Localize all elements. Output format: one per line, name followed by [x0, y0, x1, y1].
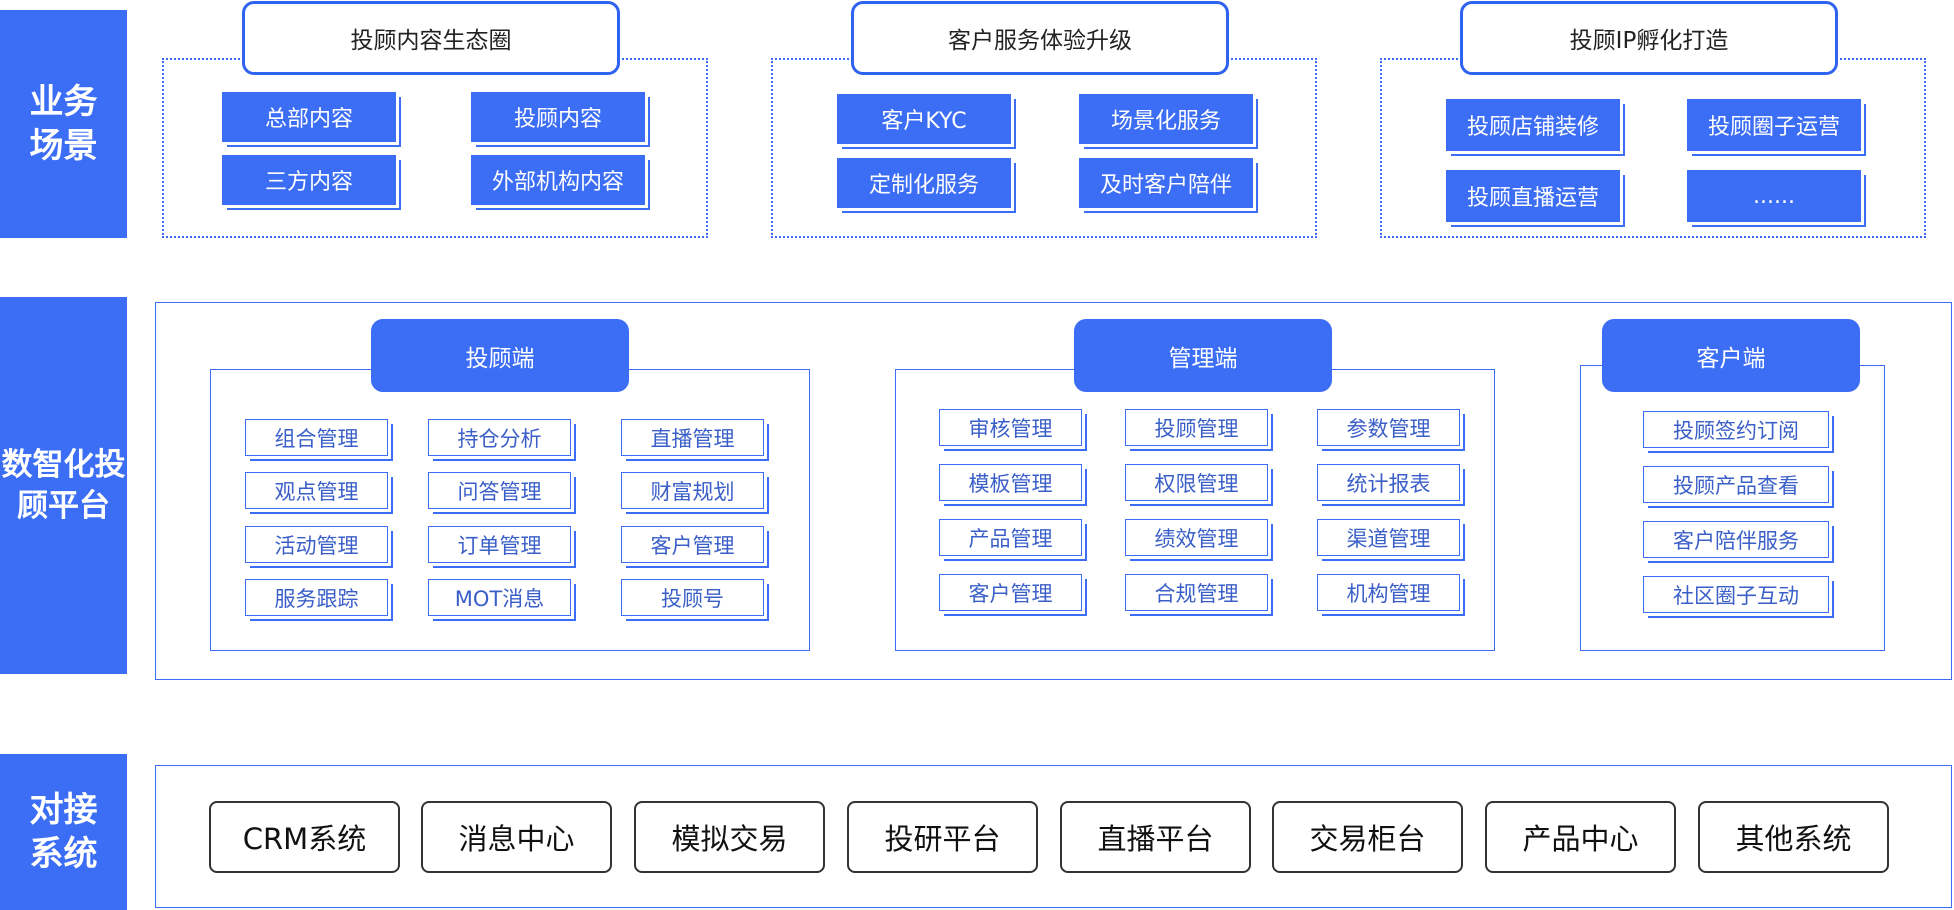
management-item: 投顾管理 — [1125, 409, 1268, 446]
advisor-item: 客户管理 — [621, 526, 764, 563]
advisor-item: 直播管理 — [621, 419, 764, 456]
scenario-item: 客户KYC — [837, 94, 1011, 144]
scenario-item: 投顾圈子运营 — [1687, 99, 1861, 151]
scenario-group-service — [771, 58, 1317, 238]
advisor-item: 问答管理 — [428, 472, 571, 509]
system-box: 模拟交易 — [634, 801, 825, 873]
scenario-title-service: 客户服务体验升级 — [851, 1, 1229, 75]
management-item: 产品管理 — [939, 519, 1082, 556]
client-item: 投顾签约订阅 — [1643, 411, 1829, 448]
advisor-item: 服务跟踪 — [245, 579, 388, 616]
advisor-tab: 投顾端 — [371, 319, 629, 392]
system-box: 直播平台 — [1060, 801, 1251, 873]
advisor-item: 投顾号 — [621, 579, 764, 616]
client-item: 投顾产品查看 — [1643, 466, 1829, 503]
system-box: 消息中心 — [421, 801, 612, 873]
advisor-item: 观点管理 — [245, 472, 388, 509]
advisor-item: 订单管理 — [428, 526, 571, 563]
management-item: 参数管理 — [1317, 409, 1460, 446]
management-item: 统计报表 — [1317, 464, 1460, 501]
management-item: 审核管理 — [939, 409, 1082, 446]
system-box: 其他系统 — [1698, 801, 1889, 873]
system-box: 交易柜台 — [1272, 801, 1463, 873]
client-item: 客户陪伴服务 — [1643, 521, 1829, 558]
scenario-item: 三方内容 — [222, 155, 396, 205]
scenario-item: 及时客户陪伴 — [1079, 158, 1253, 208]
scenario-item: 投顾直播运营 — [1446, 170, 1620, 222]
management-item: 渠道管理 — [1317, 519, 1460, 556]
scenario-item: 定制化服务 — [837, 158, 1011, 208]
scenario-item: 外部机构内容 — [471, 155, 645, 205]
system-box: CRM系统 — [209, 801, 400, 873]
scenario-item: 场景化服务 — [1079, 94, 1253, 144]
row-label-business: 业务 场景 — [0, 10, 127, 238]
advisor-item: 组合管理 — [245, 419, 388, 456]
system-box: 产品中心 — [1485, 801, 1676, 873]
row-label-platform: 数智化投 顾平台 — [0, 297, 127, 674]
management-item: 机构管理 — [1317, 574, 1460, 611]
scenario-group-content — [162, 58, 708, 238]
scenario-item: 总部内容 — [222, 92, 396, 142]
scenario-item: 投顾内容 — [471, 92, 645, 142]
advisor-item: MOT消息 — [428, 579, 571, 616]
advisor-item: 持仓分析 — [428, 419, 571, 456]
system-box: 投研平台 — [847, 801, 1038, 873]
management-item: 客户管理 — [939, 574, 1082, 611]
scenario-item: 投顾店铺装修 — [1446, 99, 1620, 151]
scenario-item: ...... — [1687, 170, 1861, 222]
scenario-title-content: 投顾内容生态圈 — [242, 1, 620, 75]
advisor-item: 活动管理 — [245, 526, 388, 563]
management-item: 权限管理 — [1125, 464, 1268, 501]
management-tab: 管理端 — [1074, 319, 1332, 392]
management-item: 绩效管理 — [1125, 519, 1268, 556]
row-label-integration: 对接 系统 — [0, 754, 127, 910]
scenario-title-ip: 投顾IP孵化打造 — [1460, 1, 1838, 75]
management-item: 合规管理 — [1125, 574, 1268, 611]
management-item: 模板管理 — [939, 464, 1082, 501]
client-tab: 客户端 — [1602, 319, 1860, 392]
advisor-item: 财富规划 — [621, 472, 764, 509]
client-item: 社区圈子互动 — [1643, 576, 1829, 613]
